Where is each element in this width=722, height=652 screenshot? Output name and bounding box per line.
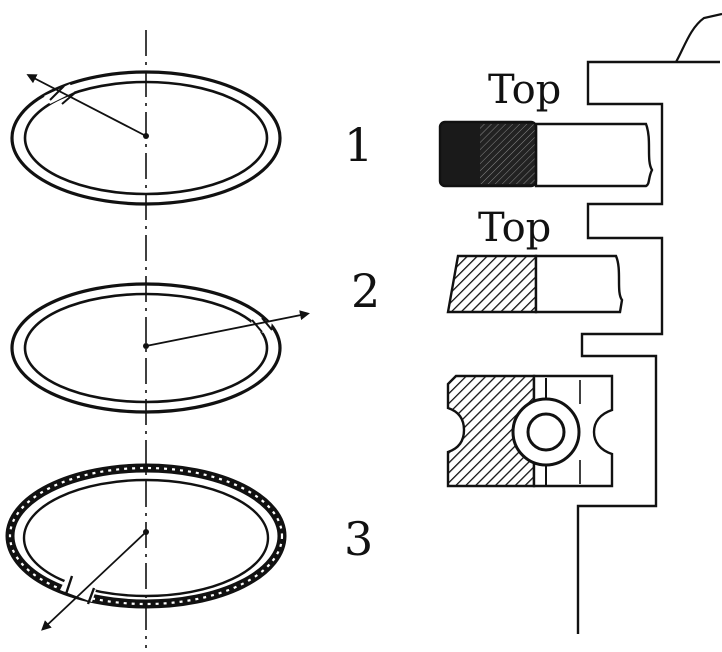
ring-3 xyxy=(5,463,287,631)
ring-number-3: 3 xyxy=(344,512,374,566)
piston-top-curve xyxy=(675,12,722,63)
top-label-ring-2: Top xyxy=(478,205,552,251)
ring-number-2: 2 xyxy=(351,264,381,318)
gap-radius-arrow-1 xyxy=(26,74,147,137)
gap-radius-arrow-3 xyxy=(41,531,147,631)
ring-2-cross-section xyxy=(446,254,624,314)
top-label-ring-1: Top xyxy=(488,67,562,113)
ring-1-cross-section xyxy=(438,120,654,188)
gap-radius-arrow-2 xyxy=(145,310,310,347)
ring-3-cross-section xyxy=(446,374,614,488)
piston-wall-profile xyxy=(576,60,720,634)
ring-number-1: 1 xyxy=(344,118,374,172)
ring-1 xyxy=(10,70,282,206)
ring-2 xyxy=(10,282,310,414)
